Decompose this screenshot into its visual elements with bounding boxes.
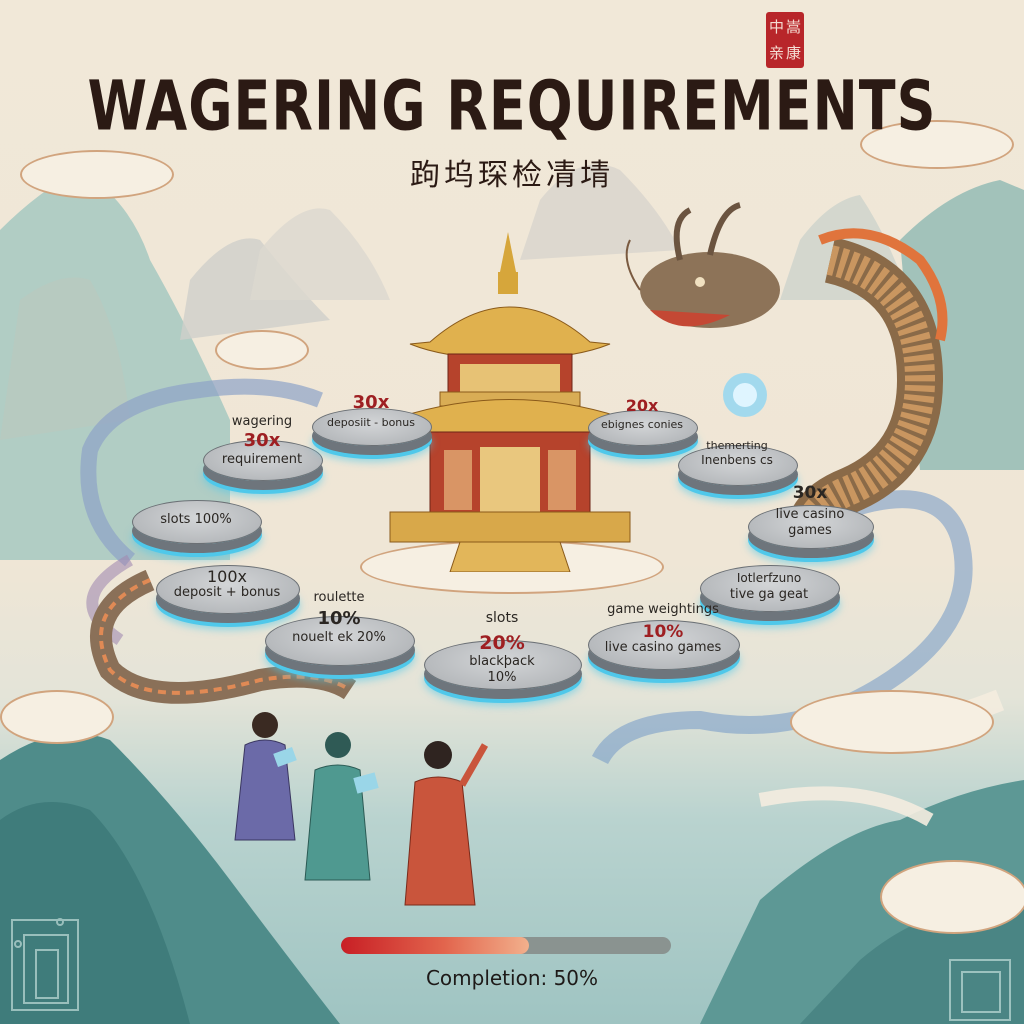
disc-label: ebignes conies (600, 418, 684, 431)
disc-label: slots 100% (160, 512, 232, 527)
disc-label: tive ga geat (729, 587, 809, 602)
disc-right-mid[interactable]: themerting Inenbens cs (678, 439, 798, 495)
disc-label: Inenbens cs (701, 453, 773, 467)
scholar-figures-icon (234, 712, 489, 906)
disc-label: deposiit - bonus (327, 416, 415, 429)
cloud-left-mid (215, 330, 309, 370)
disc-right-top[interactable]: 20x ebignes conies (588, 396, 698, 454)
seal-char: 康 (785, 44, 801, 62)
pagoda-icon (378, 232, 642, 572)
cloud-top-right (860, 120, 1014, 169)
disc-slots-blackjack[interactable]: slots 20% blackþack 10% (424, 610, 582, 702)
completion-label: Completion: 50% (425, 966, 599, 990)
seal-char: 中 (768, 18, 784, 36)
disc-label: deposit + bonus (173, 585, 281, 600)
progress-fill (341, 937, 530, 954)
disc-slots-100[interactable]: slots 100% (132, 500, 262, 554)
disc-label: requirement (221, 452, 303, 467)
seal-char: 亲 (768, 44, 784, 62)
disc-heading: wagering (231, 414, 293, 429)
disc-multiplier: 30x (792, 483, 828, 503)
disc-label: games (788, 523, 832, 538)
disc-label: live casino games (604, 640, 722, 655)
disc-multiplier: 10% (642, 622, 684, 642)
progress-bar (341, 937, 671, 954)
disc-roulette[interactable]: roulette 10% nouelt ek 20% (265, 590, 415, 678)
disc-multiplier: 20% (479, 632, 525, 654)
disc-heading: roulette (313, 590, 365, 605)
disc-multiplier: 30x (243, 430, 281, 451)
red-seal-icon: 中 嵩 亲 康 (766, 12, 804, 68)
disc-game-weightings[interactable]: game weightings 10% live casino games (588, 602, 740, 682)
disc-label: blackþack (469, 654, 535, 669)
disc-label: Iotlerfzuno (736, 571, 802, 585)
seal-char: 嵩 (785, 18, 801, 36)
disc-heading: slots (485, 610, 519, 626)
page-subtitle: 跔坞琛检凊埥 (410, 158, 614, 193)
disc-multiplier: 100x (206, 567, 247, 586)
cloud-top-left (20, 150, 174, 199)
disc-deposit-bonus-top[interactable]: 30x deposiit - bonus (312, 392, 432, 454)
disc-live-casino-30x[interactable]: 30x live casino games (748, 483, 874, 559)
cloud-lower-right (880, 860, 1024, 934)
disc-wagering[interactable]: wagering 30x requirement (203, 414, 323, 490)
disc-multiplier: 10% (317, 608, 361, 629)
dragon-tail-icon (90, 570, 357, 704)
cloud-lower-left (0, 690, 114, 744)
disc-label: live casino (775, 507, 845, 522)
disc-deposit-bonus-100x[interactable]: 100x deposit + bonus (156, 565, 300, 625)
circuit-pattern-icon (11, 918, 1011, 1021)
disc-right-lower[interactable]: Iotlerfzuno tive ga geat (700, 565, 840, 623)
cloud-right (790, 690, 994, 754)
disc-multiplier: 30x (352, 392, 390, 413)
page-title: WAGERING REQUIREMENTS (87, 66, 937, 147)
disc-label: nouelt ek 20% (292, 630, 386, 645)
disc-multiplier: 20x (625, 396, 659, 415)
disc-heading: game weightings (607, 602, 719, 617)
disc-label: 10% (487, 670, 517, 685)
disc-label: themerting (706, 439, 768, 452)
